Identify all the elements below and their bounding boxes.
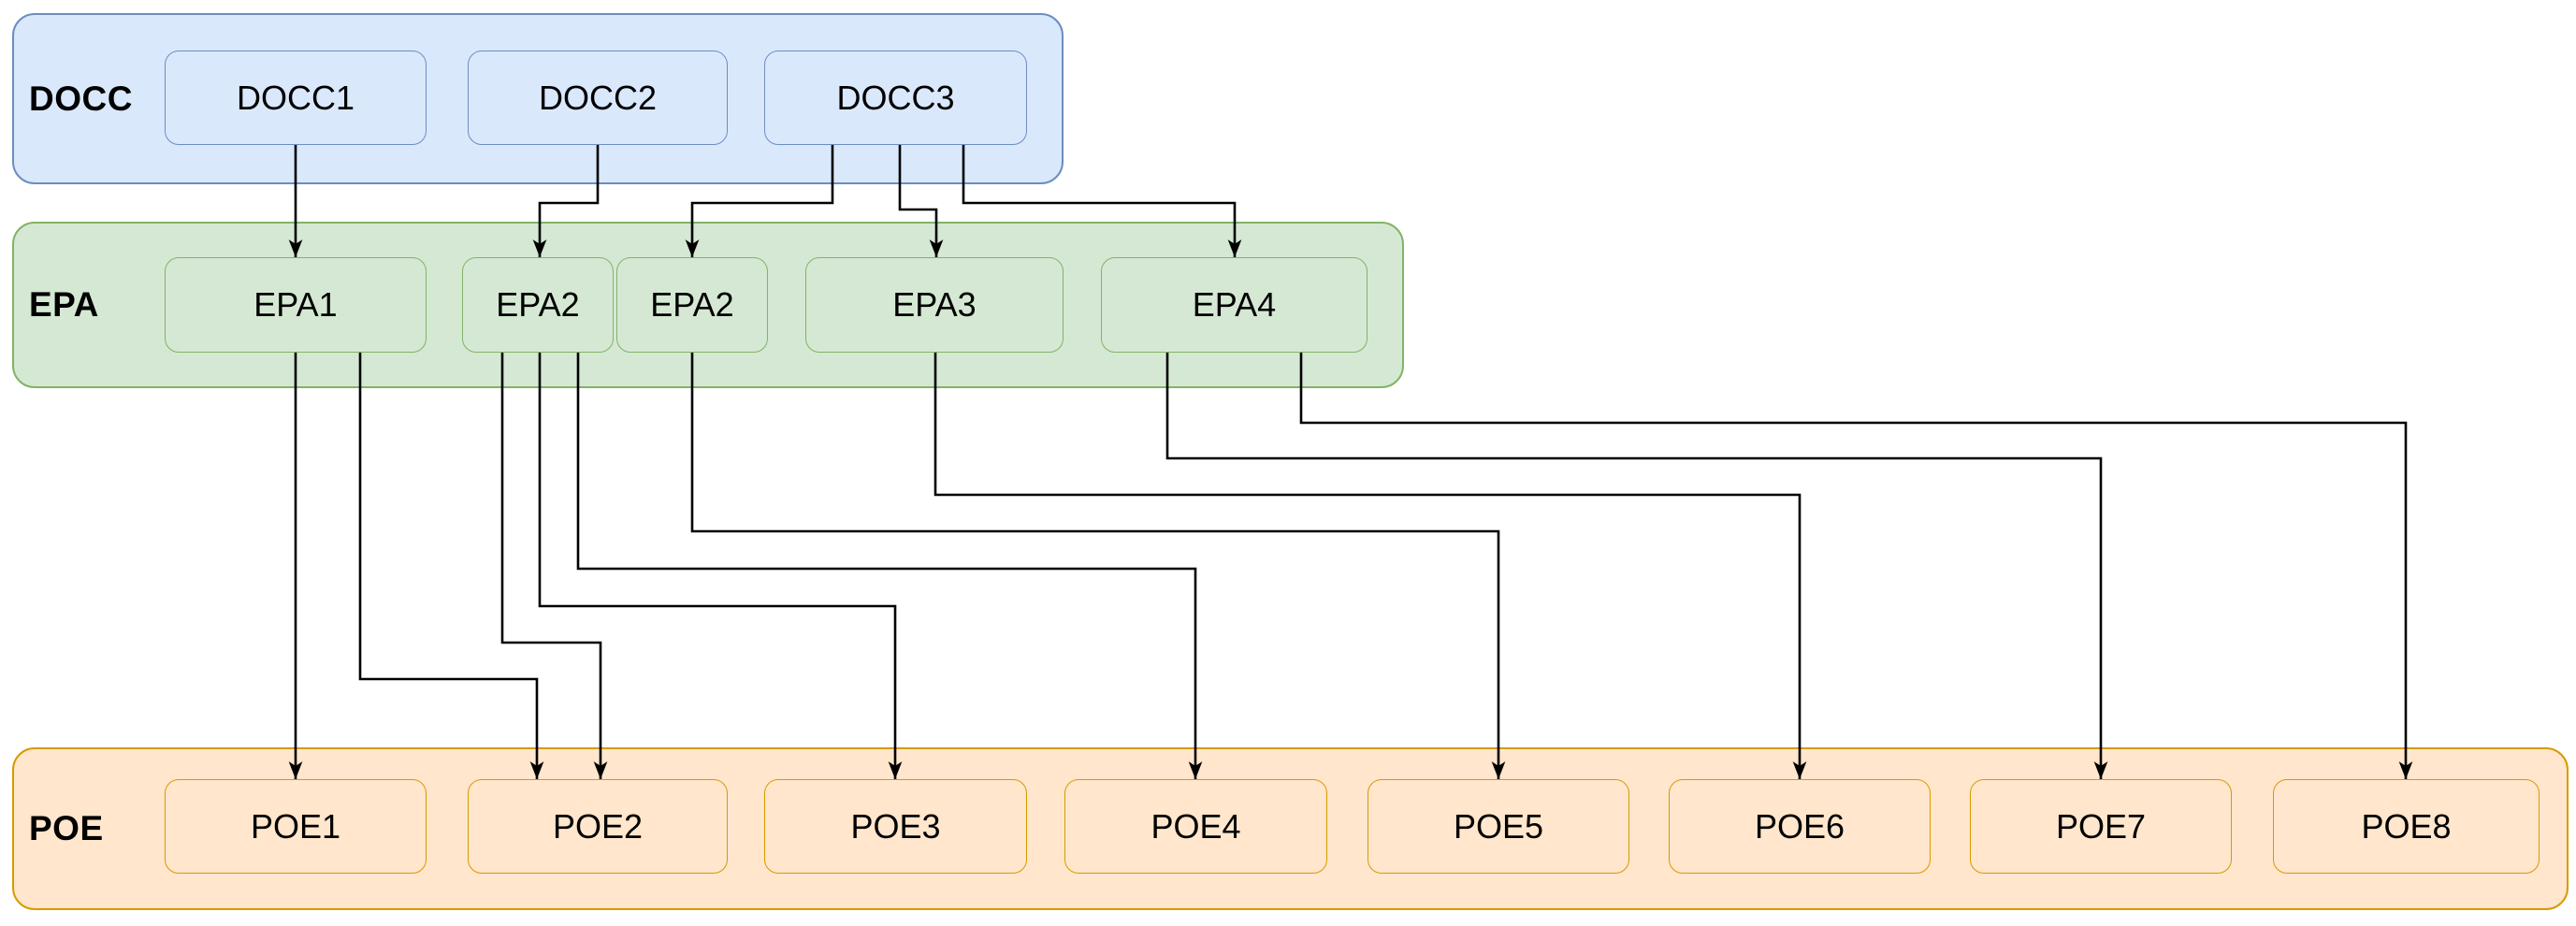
band-label-docc: DOCC bbox=[29, 79, 133, 118]
node-poe2: POE2 bbox=[468, 779, 728, 874]
node-docc2: DOCC2 bbox=[468, 51, 728, 145]
node-poe3: POE3 bbox=[764, 779, 1027, 874]
node-epa1: EPA1 bbox=[165, 257, 427, 353]
node-epa3: EPA3 bbox=[805, 257, 1064, 353]
node-epa4: EPA4 bbox=[1101, 257, 1368, 353]
node-docc1: DOCC1 bbox=[165, 51, 427, 145]
edge-epa2b-poe5 bbox=[690, 353, 1506, 779]
node-poe4: POE4 bbox=[1064, 779, 1327, 874]
node-epa2b: EPA2 bbox=[616, 257, 768, 353]
band-label-poe: POE bbox=[29, 809, 104, 847]
node-epa2a: EPA2 bbox=[462, 257, 614, 353]
edge-epa2a-poe3 bbox=[538, 353, 903, 779]
edge-epa4-poe8 bbox=[1299, 353, 2413, 779]
edge-epa4-poe7 bbox=[1165, 353, 2108, 779]
node-poe1: POE1 bbox=[165, 779, 427, 874]
node-docc3: DOCC3 bbox=[764, 51, 1027, 145]
node-poe7: POE7 bbox=[1970, 779, 2232, 874]
node-poe8: POE8 bbox=[2273, 779, 2540, 874]
edge-epa2a-poe2 bbox=[500, 353, 608, 779]
edge-epa1-poe2 bbox=[358, 353, 544, 779]
node-poe5: POE5 bbox=[1368, 779, 1629, 874]
node-poe6: POE6 bbox=[1669, 779, 1931, 874]
edge-epa2a-poe4 bbox=[576, 353, 1203, 779]
band-label-epa: EPA bbox=[29, 285, 99, 324]
edge-epa3-poe6 bbox=[933, 353, 1807, 779]
